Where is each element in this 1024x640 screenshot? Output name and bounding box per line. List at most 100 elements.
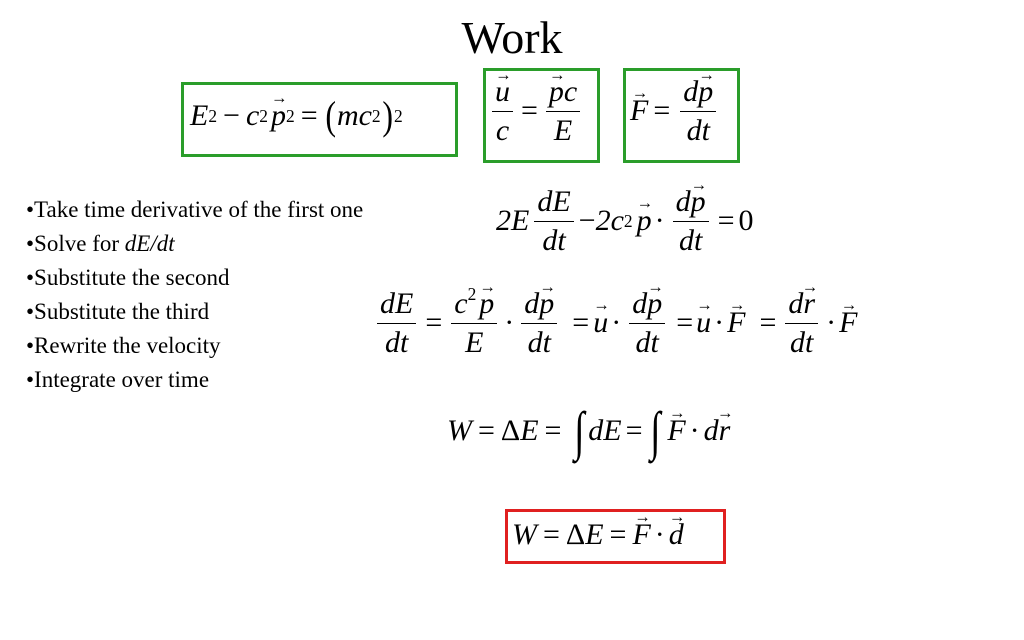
var-dt: dt — [678, 223, 703, 257]
var-dt: dt — [542, 223, 566, 257]
op-dot: · — [654, 204, 665, 237]
step-list: •Take time derivative of the first one •… — [26, 193, 363, 397]
bullet-text: •Solve for — [26, 231, 125, 256]
frac-dp-over-dt: dp dt — [680, 75, 717, 147]
vec-u: u — [696, 306, 711, 340]
var-dE: dE — [537, 185, 571, 218]
velocity-relation: uc = pcE — [487, 76, 585, 146]
frac-pc-over-E: pcE — [545, 75, 581, 147]
bullet-text: •Substitute the third — [26, 299, 210, 324]
var-E: E — [520, 414, 539, 447]
var-d: d — [524, 287, 540, 320]
var-dt: dt — [527, 325, 551, 359]
var-d: d — [632, 287, 648, 320]
velocity-relation-box — [483, 68, 600, 163]
frac-dp-over-dt: dpdt — [629, 287, 666, 358]
op-equals: = — [300, 99, 318, 132]
frac-c2p-over-E: c2pE — [451, 285, 498, 359]
force-definition: F = dpdt — [630, 76, 721, 146]
frac-dp-over-dt: dp dt — [672, 185, 709, 257]
op-equals: = — [425, 306, 443, 339]
op-equals: = — [572, 306, 590, 339]
symbol-delta: Δ — [565, 518, 586, 551]
var-dt: dt — [790, 325, 814, 359]
op-equals: = — [609, 518, 627, 551]
var-E: E — [553, 113, 573, 147]
op-dot: · — [689, 414, 700, 447]
op-equals: = — [717, 204, 735, 237]
var-E: E — [190, 99, 209, 132]
var-W: W — [447, 414, 472, 447]
list-item: •Integrate over time — [26, 363, 363, 397]
work-energy-result: W = ΔE = F · d — [512, 518, 684, 552]
var-dE: dE — [380, 287, 414, 320]
op-dot: · — [826, 306, 837, 339]
vec-p: p — [698, 76, 713, 108]
frac-dE-over-dt: dE dt — [534, 185, 574, 257]
vec-F: F — [630, 94, 648, 128]
var-d: d — [675, 185, 691, 218]
var-c: c — [454, 287, 468, 320]
vec-r: r — [719, 414, 731, 448]
work-integral: W = ΔE = ∫ dE = ∫ F · dr — [447, 404, 730, 458]
var-2E: 2E — [496, 204, 530, 237]
force-definition-box — [623, 68, 740, 163]
frac-u-over-c: uc — [492, 76, 513, 146]
var-mc: mc — [336, 99, 372, 132]
op-dot: · — [504, 306, 515, 339]
var-d: d — [788, 287, 804, 320]
vec-p: p — [647, 288, 662, 320]
var-dt: dt — [686, 113, 710, 147]
vec-F: F — [632, 518, 650, 552]
vec-p: p — [479, 288, 494, 320]
work-energy-result-box — [505, 509, 726, 564]
var-c: c — [495, 113, 510, 147]
var-dt: dt — [384, 325, 409, 359]
var-d: d — [683, 75, 699, 108]
var-E: E — [465, 325, 484, 359]
op-equals: = — [676, 306, 694, 339]
bullet-text: •Integrate over time — [26, 367, 210, 392]
op-dot: · — [611, 306, 622, 339]
num-zero: 0 — [738, 204, 754, 237]
vec-p: p — [271, 99, 286, 133]
frac-dE-over-dt: dE dt — [377, 287, 417, 359]
op-equals: = — [521, 94, 538, 127]
vec-u: u — [495, 76, 510, 108]
paren-right: ) — [381, 93, 393, 138]
frac-dp-over-dt: dpdt — [521, 287, 558, 359]
vec-p: p — [637, 204, 652, 238]
paren-left: ( — [324, 93, 336, 138]
var-c: c — [245, 99, 260, 132]
op-equals: = — [543, 518, 560, 551]
integral-sign: ∫ — [574, 401, 586, 461]
var-d: d — [703, 414, 719, 447]
op-equals: = — [544, 414, 562, 447]
frac-dr-over-dt: drdt — [785, 287, 819, 359]
list-item: •Substitute the third — [26, 295, 363, 329]
var-dE: dE — [588, 414, 622, 447]
vec-p: p — [549, 76, 564, 108]
list-item: •Rewrite the velocity — [26, 329, 363, 363]
op-equals: = — [625, 414, 643, 447]
vec-u: u — [593, 306, 608, 340]
op-equals: = — [478, 414, 495, 447]
var-c: c — [563, 75, 578, 108]
vec-F: F — [667, 414, 685, 448]
op-equals: = — [759, 306, 777, 339]
list-item: •Solve for dE/dt — [26, 227, 363, 261]
symbol-delta: Δ — [500, 414, 521, 447]
list-item: •Substitute the second — [26, 261, 363, 295]
bullet-emphasis: dE/dt — [124, 231, 175, 256]
op-dot: · — [654, 518, 665, 551]
var-W: W — [512, 518, 537, 551]
op-dot: · — [714, 306, 725, 339]
op-minus: − — [578, 204, 596, 237]
energy-momentum-relation: E2 − c2 p2 = ( mc2 )2 — [190, 96, 403, 136]
exp-2: 2 — [467, 283, 477, 304]
integral-sign: ∫ — [649, 401, 661, 461]
bullet-text: •Rewrite the velocity — [26, 333, 221, 358]
vec-p: p — [691, 186, 706, 218]
